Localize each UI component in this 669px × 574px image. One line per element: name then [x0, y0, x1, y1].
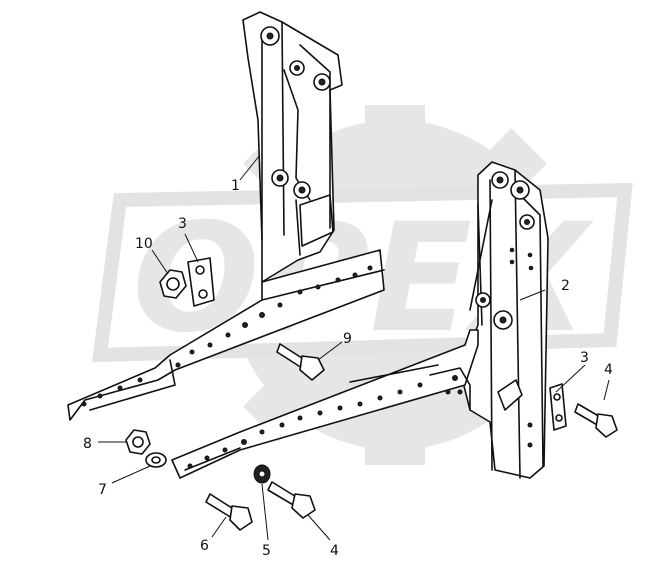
callout-2: 2 [561, 278, 570, 294]
bracket-right-holes [475, 171, 535, 448]
callout-7: 7 [98, 482, 107, 498]
bolt-4-right [574, 403, 618, 438]
callout-9: 9 [343, 331, 352, 347]
washer-5 [253, 464, 271, 484]
bracket-left-holes [260, 26, 331, 199]
callout-4-lower: 4 [330, 543, 339, 559]
callout-10: 10 [135, 236, 153, 252]
bracket-right-slot [497, 379, 523, 411]
nut-10 [159, 269, 187, 299]
bracket-left [67, 11, 385, 421]
leader-lines [98, 154, 610, 541]
callout-4-right: 4 [604, 362, 613, 378]
callout-5: 5 [262, 543, 271, 559]
callout-labels: 1 2 3 3 4 4 5 6 7 8 9 10 [83, 178, 613, 559]
bracket-right [171, 161, 549, 479]
callout-6: 6 [200, 538, 209, 554]
bolt-9 [276, 343, 325, 381]
bolt-4-lower [267, 481, 316, 519]
plate-right [549, 383, 567, 431]
bolt-6 [205, 493, 253, 531]
bracket-right-arm-holes [187, 375, 463, 469]
callout-8: 8 [83, 436, 92, 452]
plate-left [187, 257, 215, 307]
bracket-left-arm-holes [81, 265, 373, 407]
callout-1: 1 [231, 178, 240, 194]
washer-7 [145, 452, 167, 468]
callout-3-left: 3 [178, 216, 187, 232]
callout-3-right: 3 [580, 350, 589, 366]
nut-8 [125, 429, 151, 455]
